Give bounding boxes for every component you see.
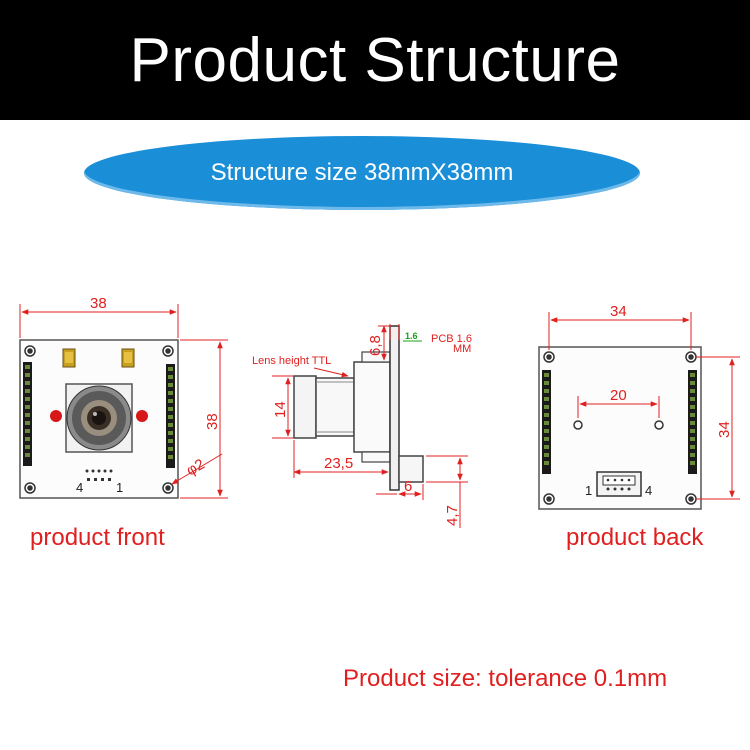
hole-spacing-dimension (577, 396, 660, 418)
hole-leader (171, 453, 223, 485)
size-banner-text: Structure size 38mmX38mm (210, 159, 514, 186)
back-height-label: 34 (716, 421, 733, 438)
front-pin-header-left (23, 362, 32, 466)
back-width-dimension (548, 312, 692, 350)
front-height-label: 38 (204, 413, 221, 430)
side-holder (353, 361, 391, 453)
page-title: Product Structure (129, 25, 621, 95)
back-height-dimension (696, 356, 740, 500)
front-connector-dots (85, 469, 113, 481)
back-lens-hole-left (573, 420, 583, 430)
header-bar: Product Structure (0, 0, 750, 120)
caption-tolerance: Product size: tolerance 0.1mm (343, 665, 668, 692)
size-banner: Structure size 38mmX38mm (84, 136, 640, 210)
back-pin-right-label: 4 (645, 483, 652, 498)
side-view: 1.6 PCB 1.6 MM 6,8 Lens height TTL 14 23… (252, 324, 472, 528)
pcb-unit-label: MM (453, 343, 471, 355)
front-width-label: 38 (90, 295, 107, 312)
length-dimension (293, 440, 389, 478)
side-lens-barrel (293, 375, 317, 439)
side-connector (398, 455, 424, 483)
pcb-green-label: 1.6 (405, 331, 418, 341)
front-width-dimension (19, 304, 179, 338)
back-pin-header-right (688, 370, 697, 474)
front-hole-label: φ2 (184, 456, 208, 480)
hole-spacing-label: 20 (610, 387, 627, 404)
connector-width-label: 6 (404, 478, 412, 495)
top-offset-dimension (378, 325, 390, 361)
back-view: 20 1 4 34 34 (538, 303, 740, 510)
lens-diameter-dimension (272, 375, 294, 439)
led-left (50, 410, 62, 422)
connector-height-label: 4,7 (444, 505, 461, 526)
front-view: 4 1 38 38 φ2 (19, 295, 228, 499)
lens-diameter-label: 14 (272, 401, 289, 418)
top-offset-label: 6,8 (367, 335, 384, 356)
led-right (136, 410, 148, 422)
caption-product-front: product front (30, 524, 165, 551)
connector-height-dimension (426, 455, 468, 528)
lens (66, 385, 132, 451)
side-pcb (389, 325, 400, 491)
connector-width-dimension (376, 484, 424, 500)
back-mount-holes (543, 351, 697, 505)
back-pin-left-label: 1 (585, 483, 592, 498)
pcb-label: PCB 1.6 (431, 333, 472, 345)
back-lens-hole-right (654, 420, 664, 430)
side-lens-body (315, 377, 355, 437)
lens-height-label: Lens height TTL (252, 355, 331, 367)
front-mount-holes (24, 345, 174, 494)
pcb-thickness-dimension (389, 324, 400, 340)
length-label: 23,5 (324, 455, 353, 472)
caption-product-back: product back (566, 524, 704, 551)
back-pin-header-left (542, 370, 551, 474)
front-height-dimension (180, 339, 228, 499)
front-pin-right-label: 1 (116, 480, 123, 495)
front-pin-header-right (166, 364, 175, 468)
back-width-label: 34 (610, 303, 627, 320)
front-pin-left-label: 4 (76, 480, 83, 495)
back-connector (596, 471, 642, 497)
